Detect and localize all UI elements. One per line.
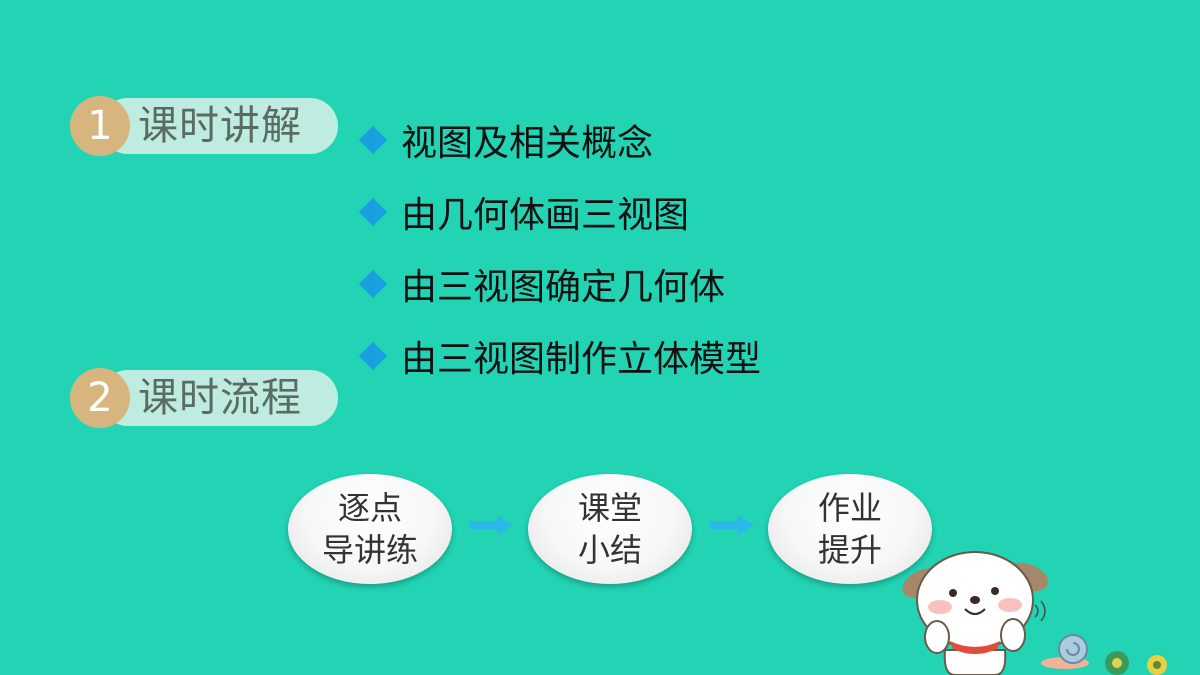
section-badge-lesson-flow: 2 课时流程	[70, 368, 338, 428]
flow-step-point-practice[interactable]: 逐点 导讲练	[288, 474, 452, 584]
topic-label: 视图及相关概念	[401, 123, 654, 164]
section-badge-pill	[100, 98, 338, 154]
section-number: 1	[70, 96, 130, 156]
puppy-collar	[950, 641, 1000, 654]
topic-item[interactable]: 由几何体画三视图	[358, 176, 761, 248]
diamond-bullet-icon	[358, 269, 388, 299]
flow-step-line: 作业	[817, 489, 882, 527]
flow-step-class-summary[interactable]: 课堂 小结	[528, 474, 692, 584]
section-number: 2	[70, 368, 130, 428]
flow-step-line: 逐点	[337, 489, 402, 527]
flow-step-homework-improve[interactable]: 作业 提升	[768, 474, 932, 584]
arrow-right-icon	[710, 515, 754, 535]
topic-label: 由三视图制作立体模型	[401, 339, 762, 380]
topic-item[interactable]: 由三视图确定几何体	[358, 248, 761, 320]
topic-label: 由几何体画三视图	[401, 195, 690, 236]
section-title: 课时流程	[138, 375, 302, 421]
flow-step-line: 提升	[817, 531, 882, 569]
snail-shell	[1058, 634, 1088, 664]
diamond-bullet-icon	[358, 125, 388, 155]
section-badge-lesson-explanation: 1 课时讲解	[70, 96, 338, 156]
topic-list: 视图及相关概念 由几何体画三视图 由三视图确定几何体 由三视图制作立体模型	[358, 104, 761, 392]
section-title: 课时讲解	[138, 103, 302, 149]
flow-step-line: 导讲练	[321, 531, 418, 569]
diamond-bullet-icon	[358, 341, 388, 371]
flow-step-line: 小结	[577, 531, 642, 569]
diamond-bullet-icon	[358, 197, 388, 227]
flow-step-line: 课堂	[577, 489, 642, 527]
topic-label: 由三视图确定几何体	[401, 267, 726, 308]
arrow-right-icon	[469, 515, 513, 535]
cartoon-puppy-illustration	[902, 551, 1167, 675]
topic-item[interactable]: 由三视图制作立体模型	[358, 320, 761, 392]
topic-item[interactable]: 视图及相关概念	[358, 104, 761, 176]
section-badge-pill	[100, 370, 338, 426]
